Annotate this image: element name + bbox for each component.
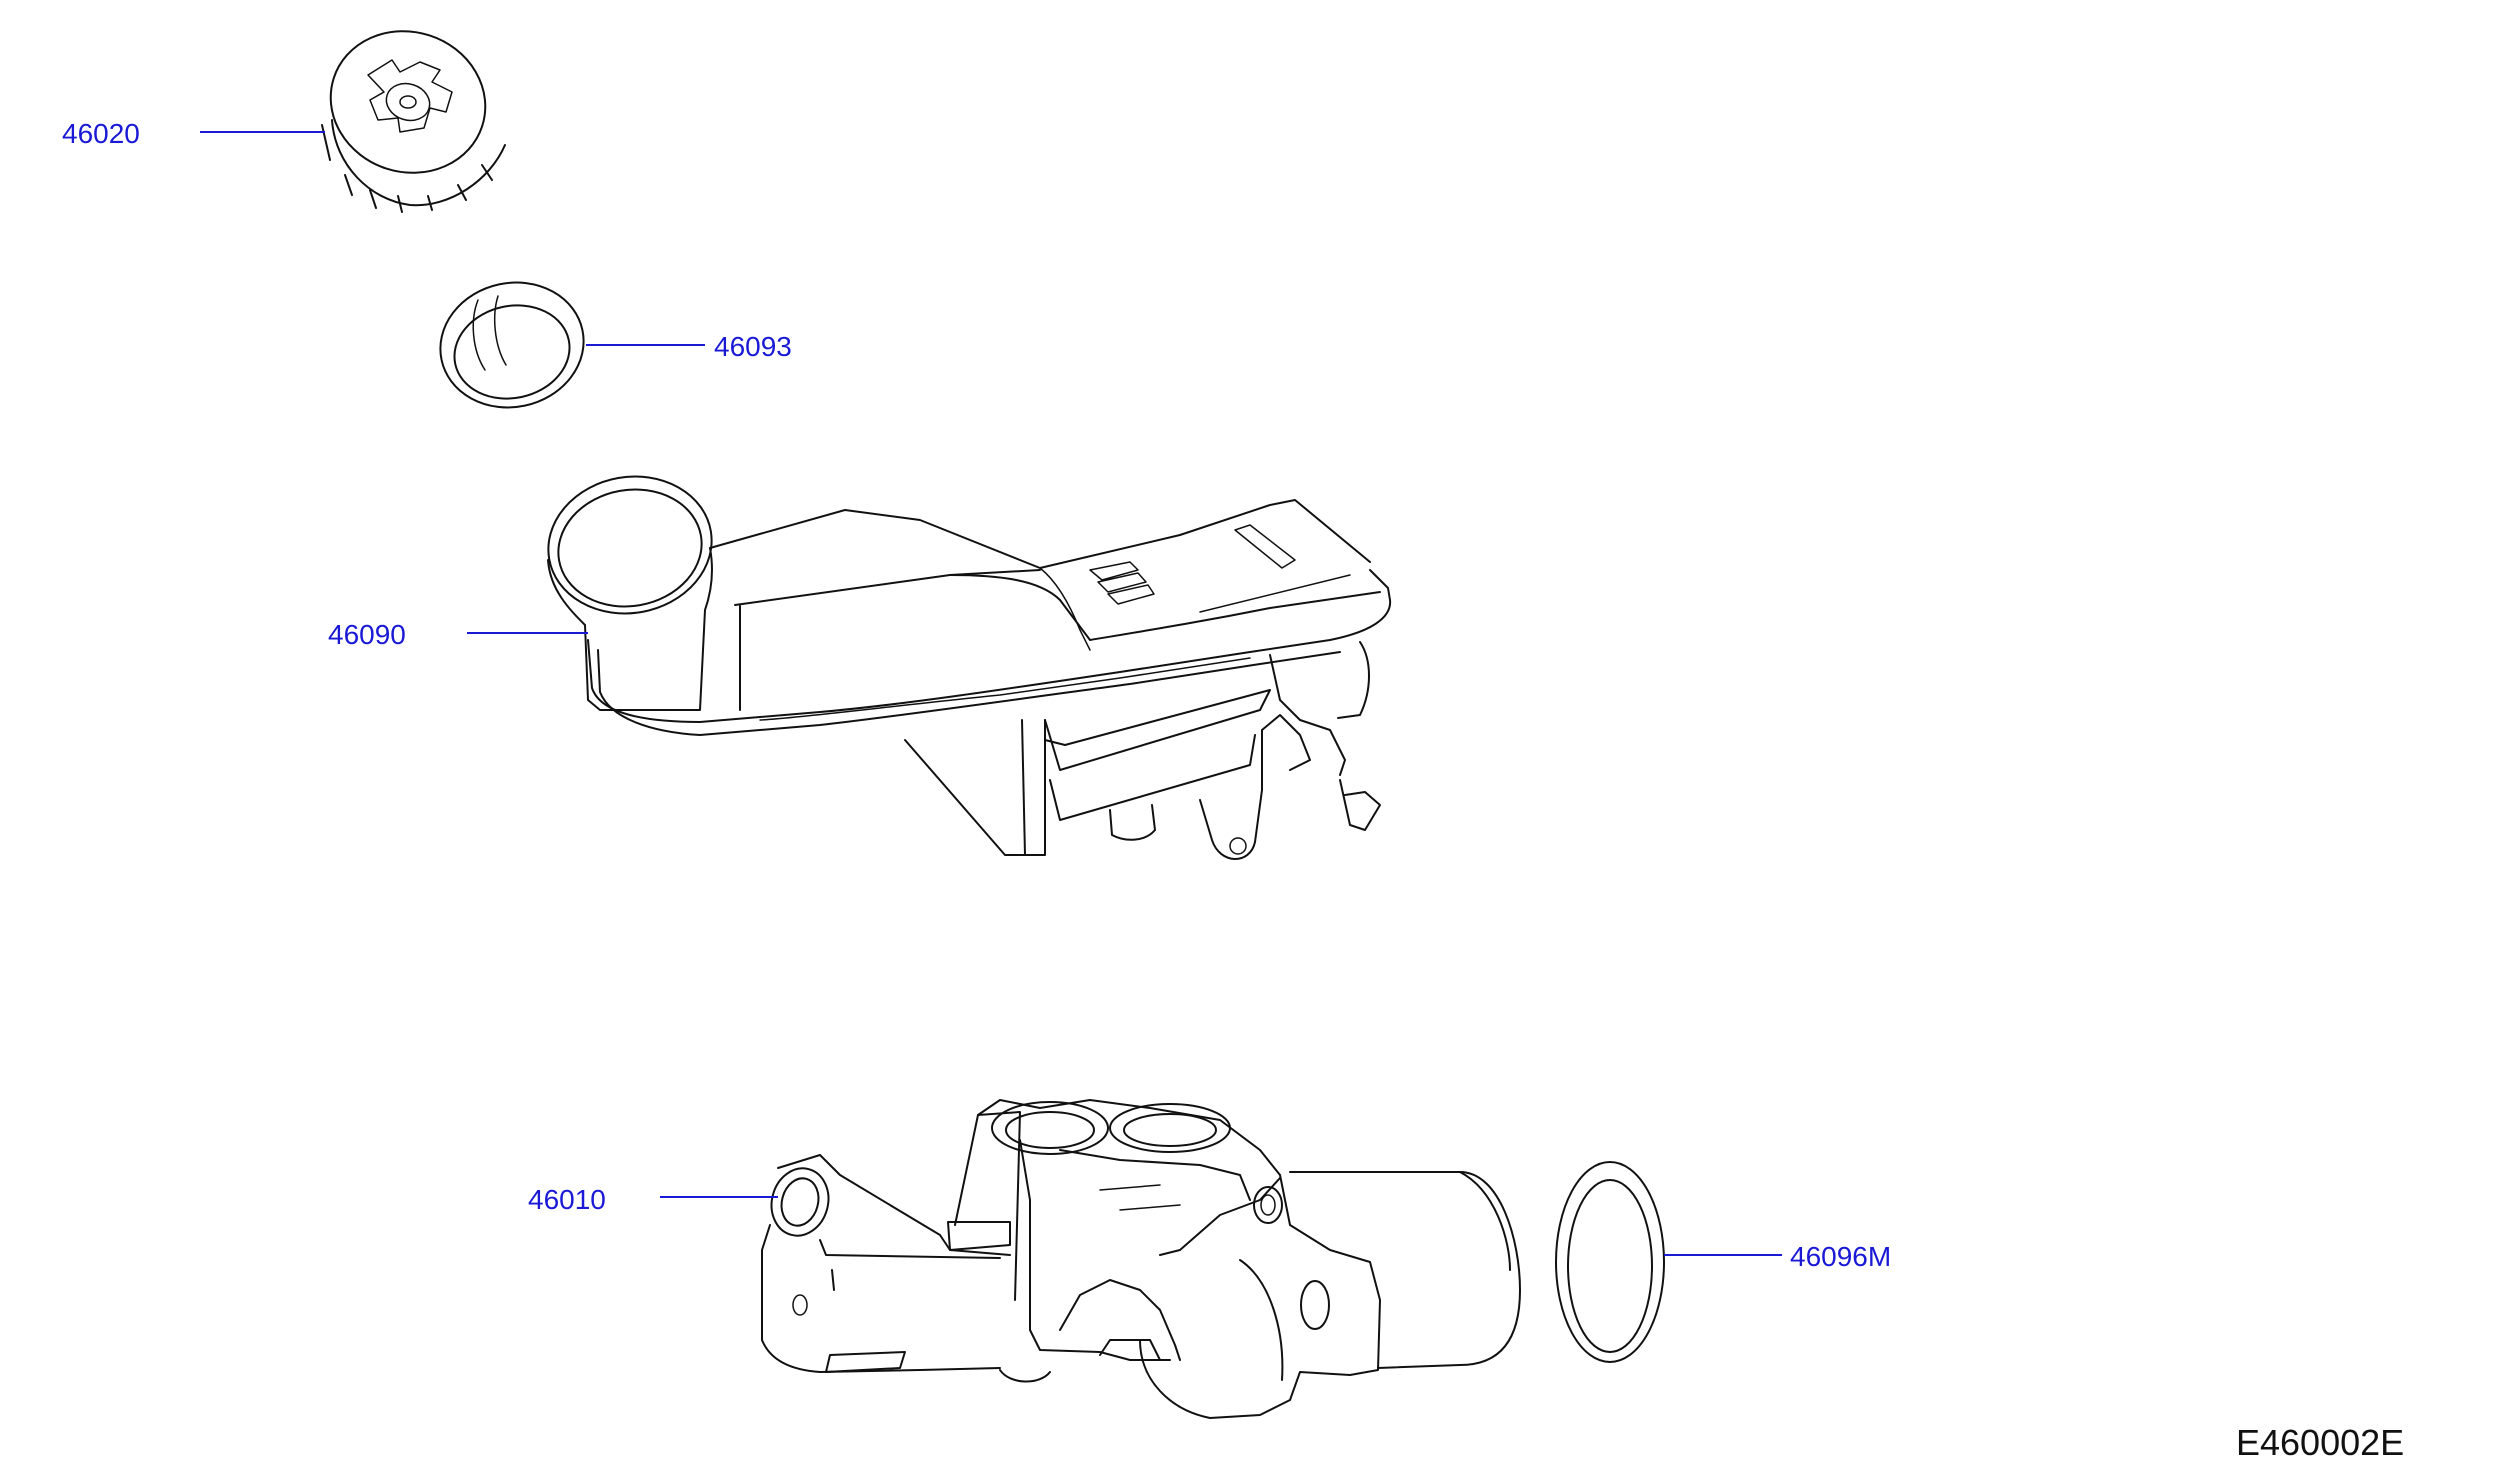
reservoir-cap-drawing — [321, 30, 506, 213]
figure-code: E460002E — [2236, 1422, 2405, 1463]
master-cylinder-drawing — [761, 1099, 1521, 1419]
o-ring-drawing — [1555, 1161, 1665, 1363]
reservoir-tank-drawing — [547, 475, 1392, 860]
reservoir-seal-drawing — [439, 281, 585, 409]
part-label-46096M[interactable]: 46096M — [1790, 1241, 1892, 1272]
part-label-46010[interactable]: 46010 — [528, 1184, 606, 1215]
part-label-46090[interactable]: 46090 — [328, 619, 406, 650]
part-label-46093[interactable]: 46093 — [714, 331, 792, 362]
part-label-46020[interactable]: 46020 — [62, 118, 140, 149]
